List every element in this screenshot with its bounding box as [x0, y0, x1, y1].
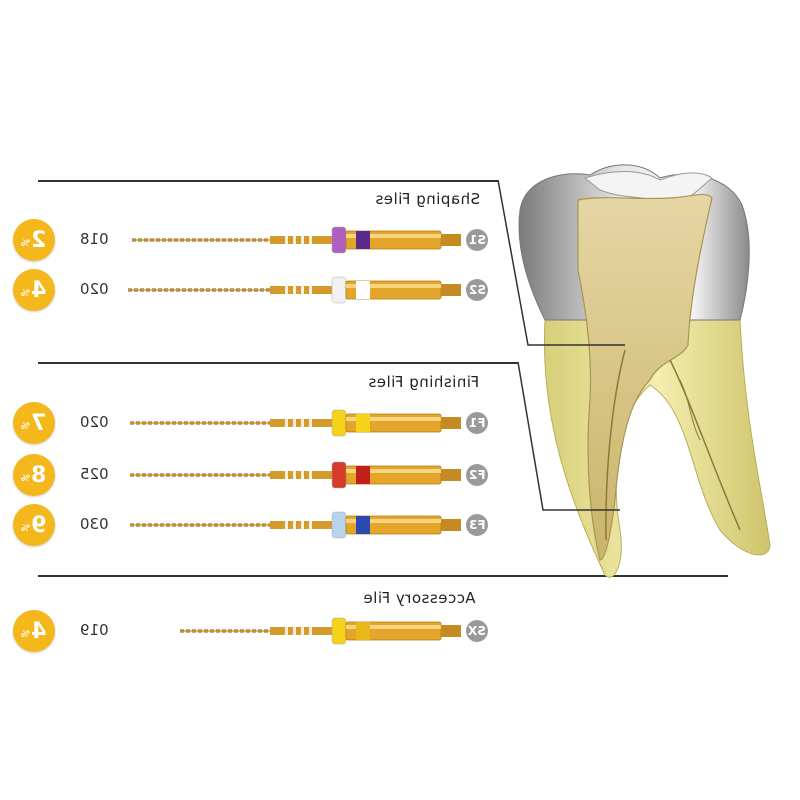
file-handle-shine [346, 234, 441, 238]
depth-mark [301, 286, 304, 294]
depth-mark [285, 419, 288, 427]
depth-mark [293, 627, 296, 635]
depth-mark [301, 627, 304, 635]
separator-bottom [38, 575, 728, 577]
depth-mark [285, 627, 288, 635]
file-handle-shine [346, 625, 441, 629]
file-code-badge: F1 [466, 412, 488, 434]
color-band [356, 622, 370, 640]
depth-mark [301, 419, 304, 427]
file-code-badge: S1 [466, 229, 488, 251]
depth-mark [309, 236, 312, 244]
depth-mark [285, 286, 288, 294]
taper-badge: 8% [13, 454, 55, 496]
file-handle-end [441, 284, 461, 296]
file-handle-end [441, 469, 461, 481]
color-band [356, 466, 370, 484]
depth-mark [301, 236, 304, 244]
taper-badge: 9% [13, 504, 55, 546]
file-handle-shine [346, 284, 441, 288]
depth-mark [301, 471, 304, 479]
depth-mark [293, 471, 296, 479]
file-handle-shine [346, 519, 441, 523]
separator-middle [38, 362, 518, 364]
color-band [356, 231, 370, 249]
taper-badge: 4% [13, 269, 55, 311]
file-handle-shine [346, 417, 441, 421]
depth-mark [293, 419, 296, 427]
depth-mark [309, 627, 312, 635]
file-handle-end [441, 417, 461, 429]
file-handle-end [441, 519, 461, 531]
depth-mark [285, 471, 288, 479]
file-handle-end [441, 625, 461, 637]
depth-mark [293, 521, 296, 529]
taper-badge: 7% [13, 402, 55, 444]
depth-mark [301, 521, 304, 529]
file-code-badge: F2 [466, 464, 488, 486]
depth-mark [309, 419, 312, 427]
color-band [356, 516, 370, 534]
separator-top [38, 180, 498, 182]
depth-mark [309, 286, 312, 294]
file-handle-shine [346, 469, 441, 473]
color-band [356, 414, 370, 432]
taper-badge: 2% [13, 219, 55, 261]
file-code-badge: S2 [466, 279, 488, 301]
depth-mark [293, 236, 296, 244]
depth-mark [309, 521, 312, 529]
depth-mark [293, 286, 296, 294]
depth-mark [285, 236, 288, 244]
stopper-ring [331, 617, 347, 645]
file-code-badge: F3 [466, 514, 488, 536]
taper-badge: 4% [13, 610, 55, 652]
file-handle-end [441, 234, 461, 246]
depth-mark [285, 521, 288, 529]
depth-mark [309, 471, 312, 479]
color-band [356, 281, 370, 299]
file-code-badge: SX [466, 620, 488, 642]
